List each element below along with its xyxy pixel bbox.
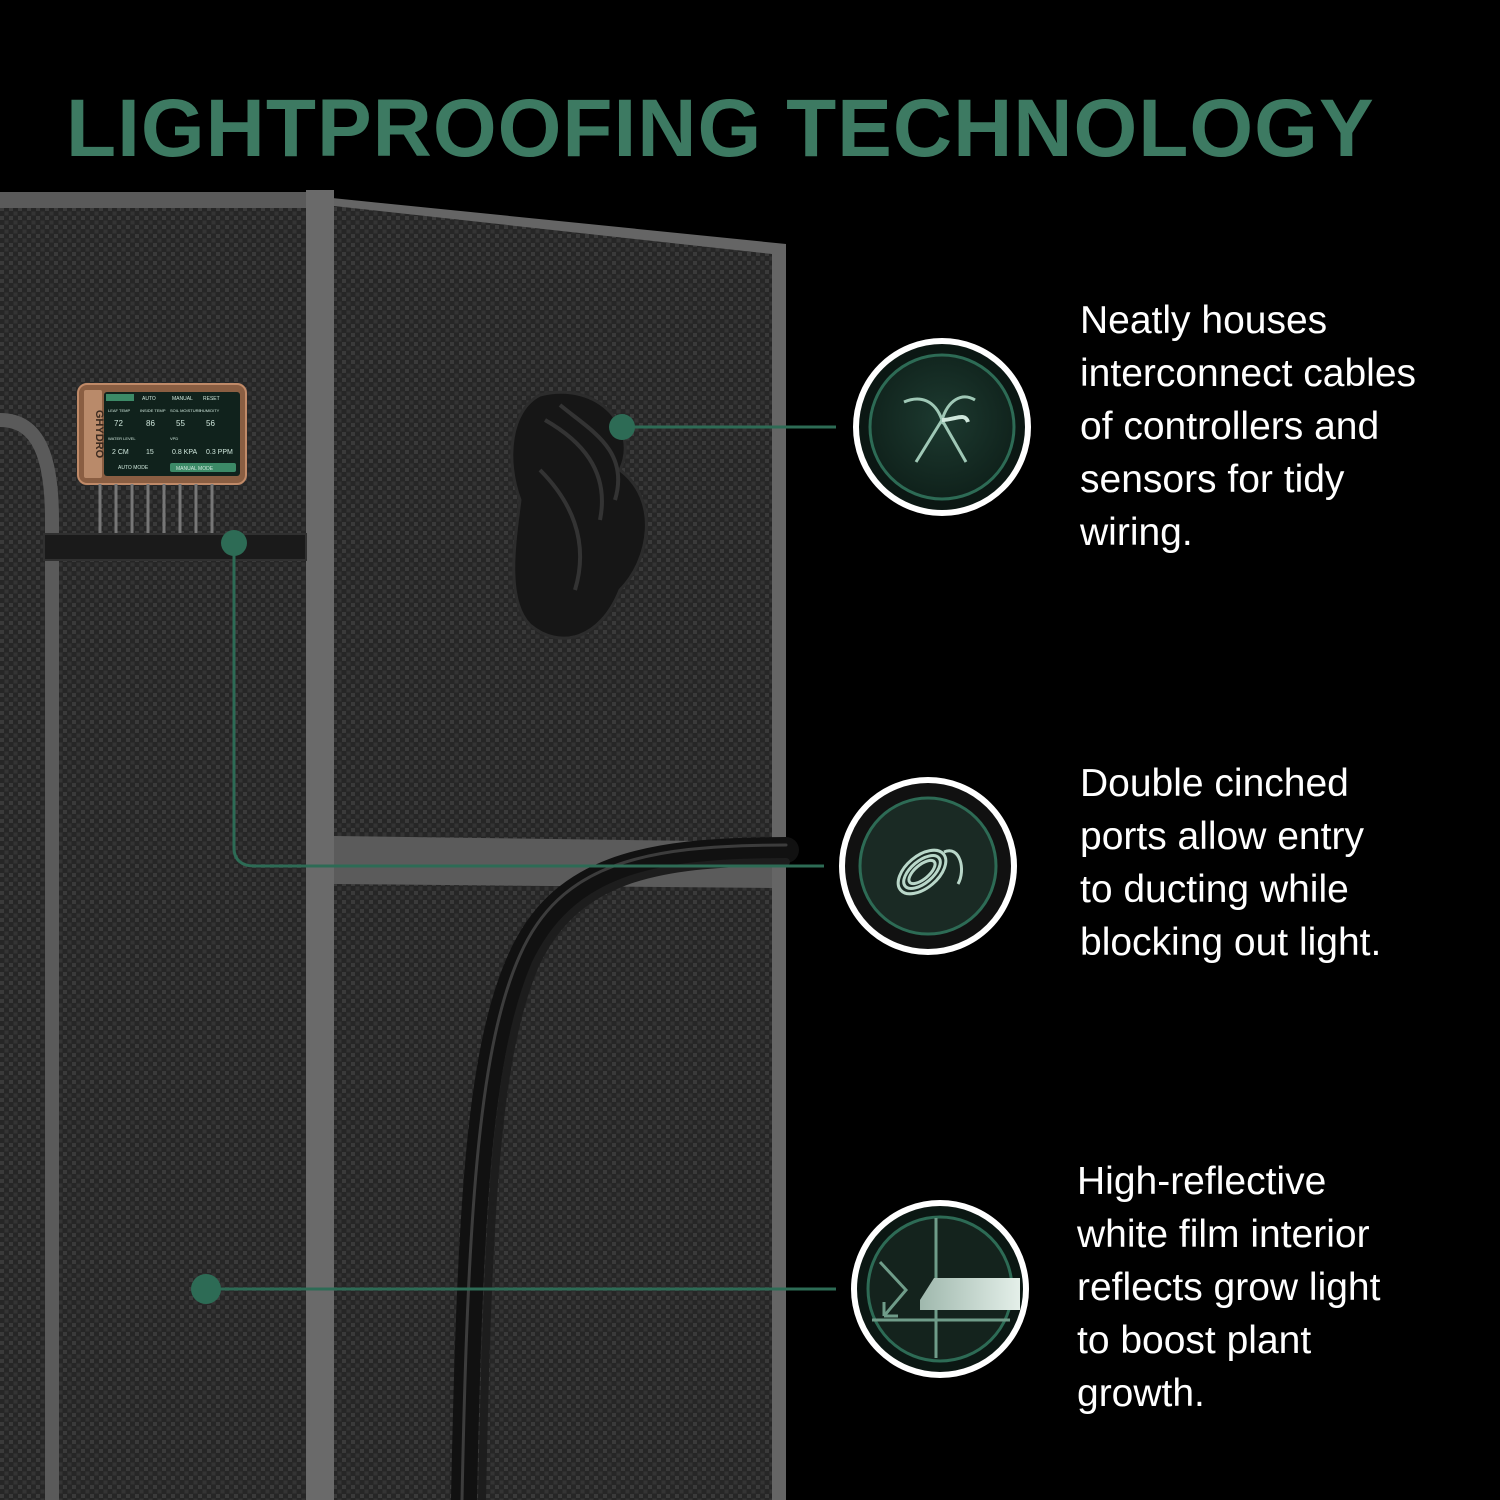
page-title: LIGHTPROOFING TECHNOLOGY: [66, 83, 1375, 174]
controller-label: HUMIDITY: [200, 408, 220, 413]
controller-tab: MANUAL: [172, 396, 193, 402]
cable-tie-icon: [853, 338, 1031, 516]
controller-value: 15: [146, 449, 154, 456]
controller-value: 0.3 PPM: [206, 449, 233, 456]
zipper-cable: [451, 837, 799, 1500]
controller-tab: AUTO: [142, 396, 156, 402]
feature-text-cinched-ports: Double cinched ports allow entry to duct…: [1080, 762, 1382, 964]
duct-port: [510, 390, 648, 640]
controller-value: 72: [114, 419, 123, 428]
callout-dots: [191, 414, 635, 1304]
controller-value: 55: [176, 419, 185, 428]
controller-device: GHYDRO AUTO MANUAL RESET LEAF TEMP INSID…: [43, 383, 307, 561]
reflective-film-icon: [851, 1200, 1029, 1378]
callout-lines: [206, 425, 836, 1291]
feature-text-reflective-interior: High-reflective white film interior refl…: [1077, 1160, 1381, 1415]
controller-label: LEAF TEMP: [108, 408, 130, 413]
controller-label: WATER LEVEL: [108, 436, 136, 441]
controller-label: INSIDE TEMP: [140, 408, 166, 413]
controller-tab: RESET: [203, 396, 220, 402]
controller-value: 56: [206, 419, 215, 428]
controller-mode: MANUAL MODE: [176, 466, 214, 472]
controller-value: 0.8 KPA: [172, 449, 197, 456]
controller-label: VPD: [170, 436, 178, 441]
controller-brand: GHYDRO: [93, 410, 105, 459]
controller-value: 2 CM: [112, 449, 129, 456]
controller-mode: AUTO MODE: [118, 465, 149, 471]
controller-value: 86: [146, 419, 155, 428]
feature-text-cable-management: Neatly houses interconnect cables of con…: [1080, 299, 1417, 554]
controller-label: SOIL MOISTURE: [170, 408, 202, 413]
rope-coil-icon: [839, 777, 1017, 955]
